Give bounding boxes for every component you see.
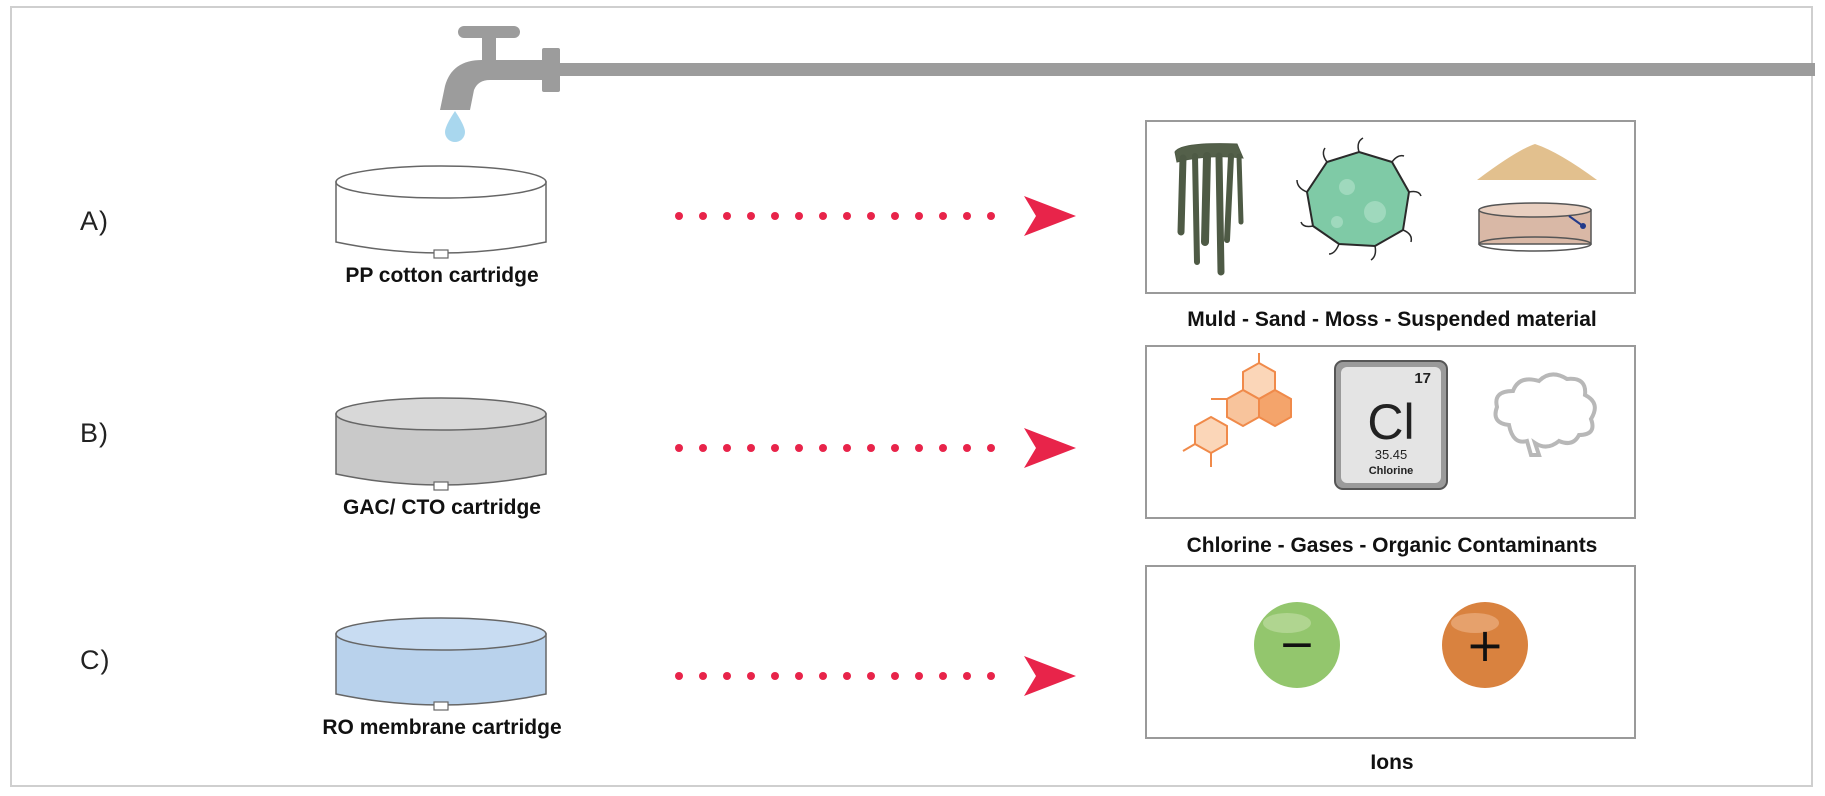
cartridge-label-a: PP cotton cartridge [345,264,539,287]
water-drop-icon [445,111,465,142]
negative-ion-icon: − [1254,602,1340,688]
contaminant-box-a [1145,120,1636,294]
figure-frame: A) B) C) PP cotton cartridge GAC/ CTO ca… [10,6,1815,787]
contaminant-icons-c: − + [1254,602,1528,688]
pp-cotton-cartridge-icon [335,165,547,259]
row-label-c: C) [80,645,111,675]
arrow-c [675,656,1076,696]
mold-cell-icon [1296,137,1422,261]
sand-pile-icon [1477,144,1597,180]
contaminant-label-c: Ions [1370,751,1414,774]
faucet-icon [440,26,560,110]
contaminant-box-c: − + [1145,565,1636,739]
water-pipe [552,63,1815,76]
cartridge-label-c: RO membrane cartridge [322,716,562,739]
contaminant-label-b: Chlorine - Gases - Organic Contaminants [1186,534,1598,557]
negative-ion-sign: − [1279,619,1316,670]
cartridge-label-b: GAC/ CTO cartridge [343,496,541,519]
ro-membrane-cartridge-icon [335,617,547,711]
row-label-b: B) [80,418,109,448]
moss-icon [1174,143,1244,276]
positive-ion-icon: + [1442,602,1528,688]
gac-cto-cartridge-icon [335,397,547,491]
element-symbol: Cl [1367,394,1414,450]
contaminant-label-a: Muld - Sand - Moss - Suspended material [1187,308,1597,331]
contaminant-icons-b: 17 Cl 35.45 Chlorine [1182,353,1597,490]
element-number: 17 [1414,370,1431,387]
sieve-icon [1478,202,1592,252]
element-mass: 35.45 [1375,447,1408,462]
contaminant-icons-a [1174,137,1597,276]
element-name: Chlorine [1369,465,1414,477]
organic-molecule-icon [1182,353,1292,467]
faucet-and-pipe [440,26,1815,142]
arrow-a [675,196,1076,236]
positive-ion-sign: + [1466,618,1505,672]
contaminant-box-b: 17 Cl 35.45 Chlorine [1145,345,1636,519]
gas-cloud-icon [1493,372,1597,457]
row-label-a: A) [80,206,109,236]
arrow-b [675,428,1076,468]
chlorine-element-icon: 17 Cl 35.45 Chlorine [1334,360,1448,490]
